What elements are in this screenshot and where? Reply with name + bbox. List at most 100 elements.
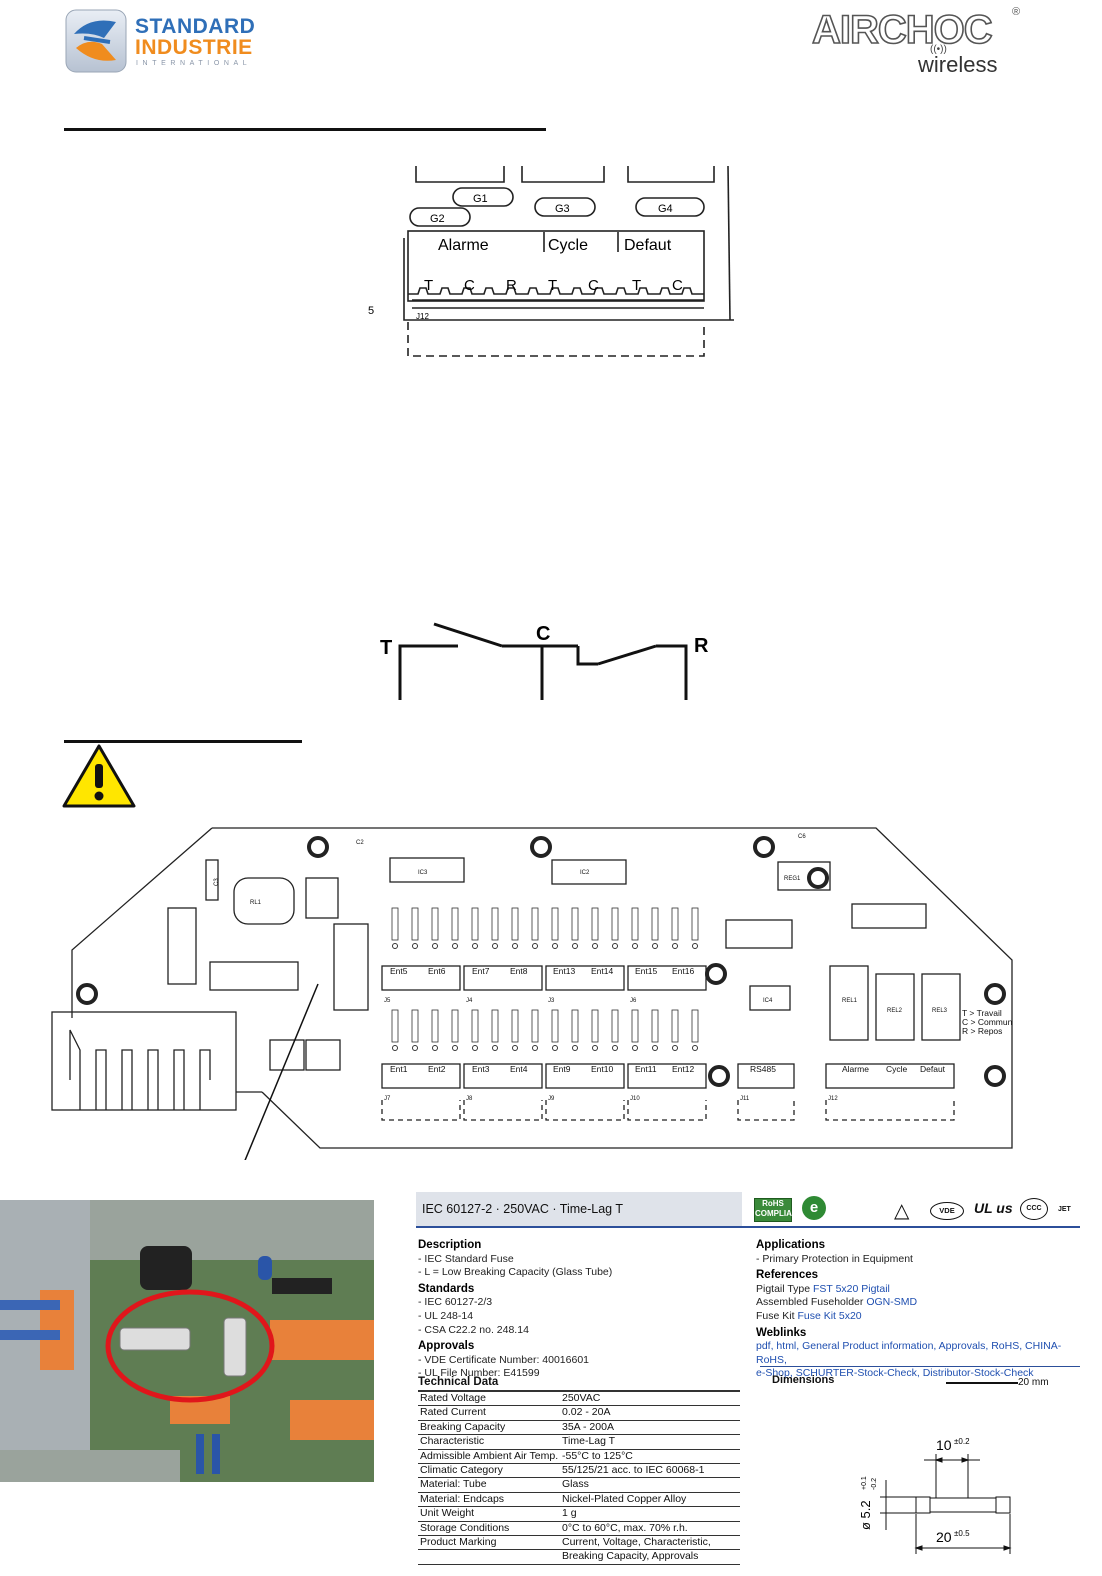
pcb-ent-label: Ent4 — [510, 1064, 528, 1074]
reference-link[interactable]: FST 5x20 Pigtail — [813, 1282, 890, 1295]
tech-data-label: Storage Conditions — [420, 1521, 510, 1534]
tech-data-value: 55/125/21 acc. to IEC 60068-1 — [562, 1463, 705, 1476]
pcb-resistor — [451, 907, 459, 941]
pcb-resistor — [611, 907, 619, 941]
references-heading: References — [756, 1269, 819, 1282]
pcb-ent-label: Ent2 — [428, 1064, 446, 1074]
pcb-legend-line: C > Commun — [962, 1017, 1013, 1027]
pin-label: T — [424, 277, 433, 294]
ccc-mark-icon: CCC — [1020, 1198, 1048, 1220]
pcb-conn-label: J9 — [548, 1096, 555, 1102]
logo-line-standard: STANDARD — [135, 15, 256, 38]
relay-header-defaut: Defaut — [624, 237, 672, 254]
pcb-pad — [672, 1045, 678, 1051]
reference-link[interactable]: OGN-SMD — [866, 1296, 918, 1309]
dim-52-tol-minus: -0.2 — [871, 1478, 878, 1490]
pcb-pad — [432, 1045, 438, 1051]
pcb-ent-label: Ent10 — [591, 1064, 613, 1074]
reference-link[interactable]: Fuse Kit 5x20 — [797, 1309, 862, 1322]
relay-label-g3: G3 — [555, 203, 570, 215]
tech-data-label: Rated Voltage — [420, 1392, 486, 1404]
standard-industrie-logo: STANDARD INDUSTRIE INTERNATIONAL — [64, 8, 274, 74]
contact-r-label: R — [694, 635, 709, 657]
pcb-conn-label: J11 — [740, 1096, 750, 1102]
pcb-resistor — [391, 907, 399, 941]
rohs-badge-text: RoHS COMPLIANT — [755, 1199, 803, 1218]
relay-label-g1: G1 — [473, 193, 488, 205]
reference-row: Pigtail Type FST 5x20 Pigtail — [756, 1283, 1080, 1297]
relay-label-g2: G2 — [430, 213, 445, 225]
tech-data-row: Admissible Ambient Air Temp.-55°C to 125… — [418, 1450, 740, 1464]
pcb-ent-label: Ent3 — [472, 1064, 490, 1074]
pcb-pad — [692, 943, 698, 949]
tech-data-label — [418, 1550, 562, 1563]
pcb-resistor — [491, 907, 499, 941]
tech-data-row: Breaking Capacity, Approvals — [418, 1550, 740, 1565]
tech-data-label: Unit Weight — [420, 1507, 475, 1520]
datasheet-title-line — [742, 1226, 1080, 1228]
weblinks-line[interactable]: pdf, html, General Product information, … — [756, 1340, 1062, 1366]
pcb-conn-label: J6 — [630, 998, 637, 1004]
pcb-resistor — [471, 1009, 479, 1043]
pcb-pad — [612, 1045, 618, 1051]
tech-data-value: 0.02 - 20A — [562, 1406, 611, 1419]
standards-line: - CSA C22.2 no. 248.14 — [418, 1323, 529, 1336]
pcb-ent-label: Ent11 — [635, 1064, 657, 1074]
pcb-pad — [452, 1045, 458, 1051]
pcb-resistor — [471, 907, 479, 941]
pcb-relay-label: Alarme — [842, 1064, 869, 1074]
pcb-conn-label: J10 — [630, 1096, 640, 1102]
pcb-ent-label: Ent1 — [390, 1064, 408, 1074]
pcb-resistor — [551, 1009, 559, 1043]
section-rule-2 — [64, 740, 302, 743]
pcb-ent-label: Ent8 — [510, 966, 528, 976]
tech-data-label: Material: Endcaps — [420, 1492, 505, 1505]
pcb-legend-line: R > Repos — [962, 1026, 1002, 1036]
description-heading: Description — [418, 1239, 482, 1251]
pcb-conn-label: J3 — [548, 998, 555, 1004]
pcb-ent-label: Ent7 — [472, 966, 490, 976]
standards-line: - IEC 60127-2/3 — [418, 1296, 493, 1309]
tech-data-label: Material: Tube — [420, 1478, 487, 1491]
pcb-resistor — [571, 1009, 579, 1043]
standards-line: - UL 248-14 — [418, 1309, 474, 1322]
pcb-pad — [652, 943, 658, 949]
registered-mark: ® — [1012, 6, 1021, 18]
pcb-resistor — [411, 1009, 419, 1043]
pcb-ent-label: Ent5 — [390, 966, 408, 976]
scale-label: 20 mm — [1018, 1377, 1049, 1388]
pcb-pad — [412, 943, 418, 949]
tech-data-row: Storage Conditions 0°C to 60°C, max. 70% … — [418, 1522, 740, 1536]
dim-52: ø 5.2 — [858, 1500, 873, 1530]
description-line: - L = Low Breaking Capacity (Glass Tube) — [418, 1266, 613, 1279]
tech-data-value: 0°C to 60°C, max. 70% r.h. — [562, 1521, 688, 1534]
pcb-pad — [452, 943, 458, 949]
pcb-conn-label: J8 — [466, 1096, 473, 1102]
approvals-heading: Approvals — [418, 1340, 475, 1353]
tech-data-label: Rated Current — [420, 1406, 486, 1419]
weblinks-line[interactable]: e-Shop, SCHURTER-Stock-Check, Distributo… — [756, 1367, 1034, 1380]
pcb-pad — [692, 1045, 698, 1051]
pcb-resistor — [531, 907, 539, 941]
pcb-resistor — [411, 907, 419, 941]
reference-row: Fuse Kit Fuse Kit 5x20 — [756, 1310, 1080, 1324]
contact-c-label: C — [536, 623, 550, 645]
pcb-relay-comp: REL1 — [842, 998, 858, 1004]
pcb-resistor — [551, 907, 559, 941]
pcb-resistor — [511, 907, 519, 941]
pcb-pad — [472, 943, 478, 949]
pcb-ent-label: Ent6 — [428, 966, 446, 976]
pcb-pad — [572, 1045, 578, 1051]
tech-data-label: Admissible Ambient Air Temp. — [420, 1449, 559, 1462]
pcb-pad — [652, 1045, 658, 1051]
tech-data-row: Rated Current 0.02 - 20A — [418, 1406, 740, 1421]
airchoc-brand: AIRCHOC — [811, 7, 993, 53]
pcb-pad — [572, 943, 578, 949]
